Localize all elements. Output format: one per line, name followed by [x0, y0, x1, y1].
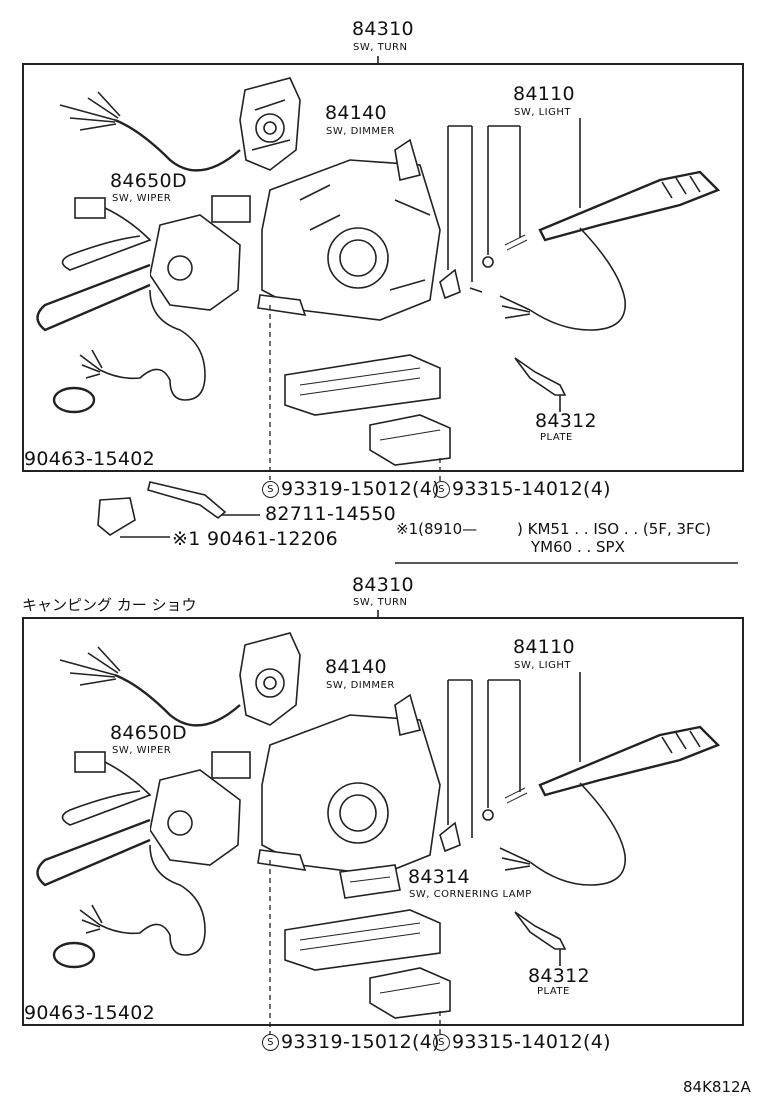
bottom-frame: [22, 617, 744, 1026]
top-assembly-number: 84310: [352, 18, 414, 40]
top-plate-number: 84312: [535, 410, 597, 432]
top-dimmer-desc: SW, DIMMER: [326, 126, 395, 137]
dimmer-switch-drawing: [59, 77, 301, 172]
top-clamp-number: 90463-15402: [24, 448, 156, 470]
top-dimmer-number: 84140: [325, 102, 387, 124]
top-band-number: ※1 90461-12206: [172, 528, 338, 550]
screw-symbol-icon: S: [433, 481, 450, 498]
bottom-assembly-number: 84310: [352, 574, 414, 596]
cornering-switch-drawing: [339, 864, 401, 899]
bottom-diagram-art: [36, 610, 721, 1036]
bottom-wiper-number: 84650D: [110, 722, 187, 744]
top-screw-a-number: 93319-15012(4): [281, 478, 440, 500]
screw-symbol-icon: S: [433, 1034, 450, 1051]
light-switch-drawing: [439, 118, 721, 331]
bottom-screw-a-number: 93319-15012(4): [281, 1031, 440, 1053]
screw-symbol-icon: S: [262, 1034, 279, 1051]
wiper-switch-drawing: [36, 195, 251, 414]
bottom-clamp-number: 90463-15402: [24, 1002, 156, 1024]
applicability-models-1: ) KM51 . . ISO . . (5F, 3FC): [517, 520, 711, 538]
plate-drawing-2: [514, 911, 567, 966]
top-frame: [22, 63, 744, 472]
figure-code: 84K812A: [683, 1078, 751, 1096]
screw-symbol-icon: S: [262, 481, 279, 498]
connector-box-drawing: [284, 354, 451, 466]
bottom-cornering-number: 84314: [408, 866, 470, 888]
bottom-light-desc: SW, LIGHT: [514, 660, 571, 671]
bottom-dimmer-number: 84140: [325, 656, 387, 678]
dimmer-switch-drawing-2: [59, 632, 301, 727]
bottom-wiper-desc: SW, WIPER: [112, 745, 172, 756]
bottom-section-title: キャンピング カー ショウ: [22, 596, 197, 614]
turn-switch-drawing: [257, 138, 441, 321]
bottom-light-number: 84110: [513, 636, 575, 658]
wiper-switch-drawing-2: [36, 751, 251, 969]
bottom-dimmer-desc: SW, DIMMER: [326, 680, 395, 691]
applicability-code: ※1(8910—: [396, 520, 478, 538]
connector-box-drawing-2: [284, 909, 451, 1019]
top-screw-b-number: 93315-14012(4): [452, 478, 611, 500]
bottom-cornering-desc: SW, CORNERING LAMP: [409, 889, 532, 900]
top-wiper-desc: SW, WIPER: [112, 193, 172, 204]
bottom-plate-desc: PLATE: [537, 986, 570, 997]
bottom-screw-b-number: 93315-14012(4): [452, 1031, 611, 1053]
bottom-plate-number: 84312: [528, 965, 590, 987]
top-light-desc: SW, LIGHT: [514, 107, 571, 118]
top-light-number: 84110: [513, 83, 575, 105]
top-clip-number: 82711-14550: [265, 503, 397, 525]
bottom-assembly-desc: SW, TURN: [353, 597, 408, 608]
light-switch-drawing-2: [439, 672, 721, 886]
applicability-models-2: YM60 . . SPX: [531, 538, 625, 556]
plate-drawing: [514, 357, 567, 412]
top-plate-desc: PLATE: [540, 432, 573, 443]
top-wiper-number: 84650D: [110, 170, 187, 192]
top-diagram-art: [36, 56, 738, 564]
clip-and-band-drawing: [97, 481, 260, 538]
top-assembly-desc: SW, TURN: [353, 42, 408, 53]
turn-switch-drawing-2: [257, 693, 441, 876]
